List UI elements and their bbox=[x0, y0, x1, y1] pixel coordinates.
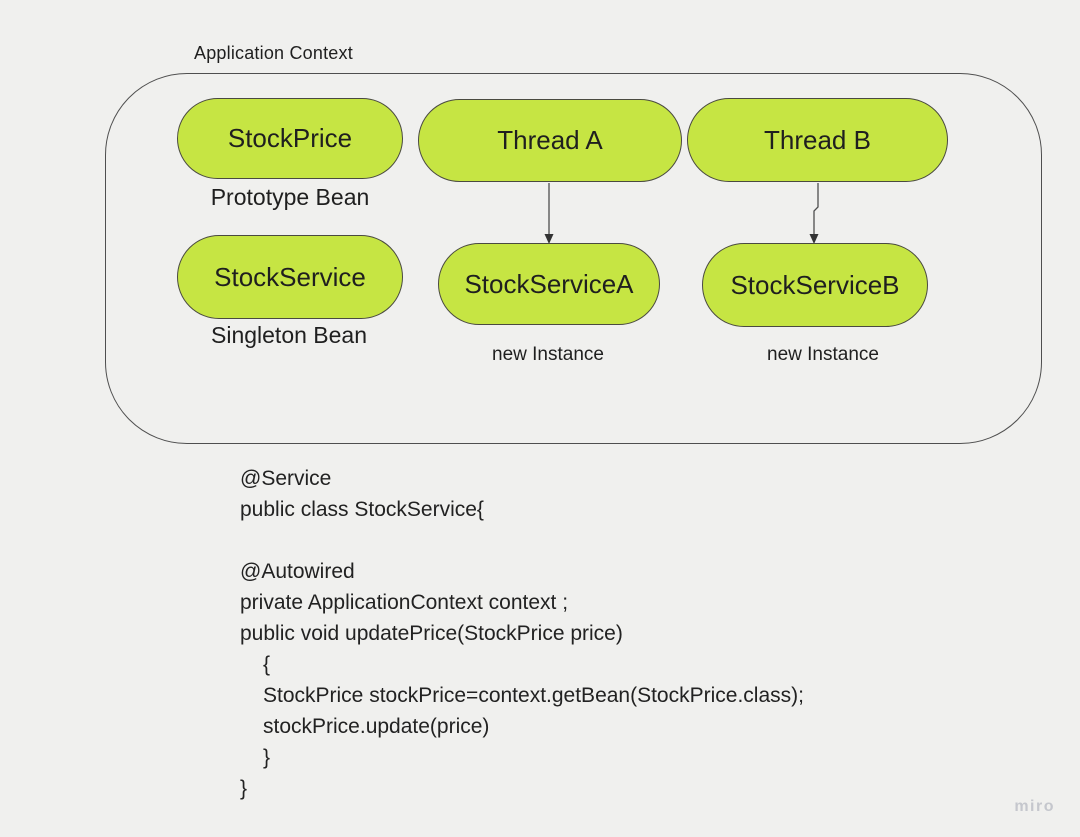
code-line: { bbox=[263, 653, 271, 676]
code-line: @Autowired bbox=[240, 560, 355, 583]
node-thread-a: Thread A bbox=[418, 99, 682, 182]
code-line: stockPrice.update(price) bbox=[263, 715, 490, 738]
miro-watermark: miro bbox=[1014, 798, 1055, 815]
node-thread-b: Thread B bbox=[687, 98, 948, 182]
node-stockprice: StockPrice bbox=[177, 98, 403, 179]
code-block: @Service public class StockService{ @Auto… bbox=[240, 463, 804, 804]
label-singleton-bean: Singleton Bean bbox=[210, 322, 368, 348]
code-line: } bbox=[240, 777, 248, 800]
code-line: private ApplicationContext context ; bbox=[240, 591, 569, 614]
application-context-label: Application Context bbox=[194, 43, 353, 63]
code-line: @Service bbox=[240, 467, 332, 490]
label-new-instance-b: new Instance bbox=[767, 344, 879, 365]
node-stockservice: StockService bbox=[177, 235, 403, 319]
node-stockservice-b: StockServiceB bbox=[702, 243, 928, 327]
code-line: public void updatePrice(StockPrice price… bbox=[240, 622, 623, 645]
label-new-instance-a: new Instance bbox=[492, 344, 604, 365]
label-prototype-bean: Prototype Bean bbox=[210, 184, 370, 210]
code-line: public class StockService{ bbox=[240, 498, 484, 521]
code-line bbox=[240, 525, 804, 556]
code-line: } bbox=[263, 746, 271, 769]
application-context-boundary bbox=[105, 73, 1042, 444]
node-stockservice-a: StockServiceA bbox=[438, 243, 660, 325]
code-line: StockPrice stockPrice=context.getBean(St… bbox=[263, 684, 804, 707]
